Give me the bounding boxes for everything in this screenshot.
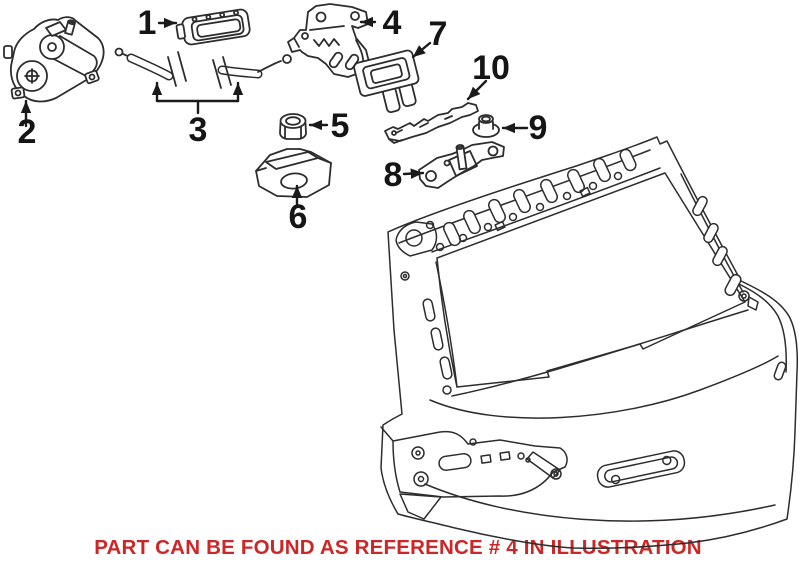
callout-label-9: 9	[529, 109, 548, 147]
right-pillar-slots	[692, 195, 759, 311]
arrow-to-part-8	[402, 168, 425, 179]
bracket-part-3	[155, 99, 240, 115]
hinge-loop-cutouts	[435, 148, 637, 252]
part-3-release-cables-drawing	[114, 47, 292, 89]
license-plate-handle	[596, 450, 686, 488]
callout-label-6: 6	[289, 198, 308, 236]
part-9-flange-nut-drawing	[472, 114, 500, 138]
part-4-latch-drawing	[287, 3, 370, 78]
callout-label-10: 10	[472, 49, 510, 87]
part-2-drive-motor-drawing	[3, 16, 105, 103]
reference-note: PART CAN BE FOUND AS REFERENCE # 4 IN IL…	[94, 536, 702, 559]
callout-label-5: 5	[331, 107, 350, 145]
part-6-wedge-bracket-drawing	[255, 148, 332, 198]
part-5-grommet-drawing	[279, 113, 307, 140]
callout-label-3: 3	[189, 111, 208, 149]
left-pillar-slots	[422, 298, 453, 395]
callout-label-7: 7	[429, 15, 448, 53]
inner-structure-plate	[380, 426, 568, 520]
callout-label-2: 2	[18, 113, 37, 151]
callout-labels: 1 2 3 4 5 6 7 8 9 10	[18, 4, 548, 236]
tailgate-illustration	[380, 136, 799, 550]
part-drawings	[3, 3, 505, 198]
callout-label-1: 1	[138, 4, 157, 42]
part-10-guide-rail-drawing	[384, 102, 479, 144]
callout-label-4: 4	[383, 4, 402, 42]
arrow-to-part-7	[411, 41, 432, 59]
callout-label-8: 8	[384, 156, 403, 194]
part-7-striker-cover-drawing	[353, 49, 420, 114]
part-1-release-switch-drawing	[175, 8, 251, 46]
callout-arrows	[20, 16, 529, 207]
part-8-striker-drawing	[418, 141, 505, 189]
arrow-to-part-10	[466, 79, 488, 101]
